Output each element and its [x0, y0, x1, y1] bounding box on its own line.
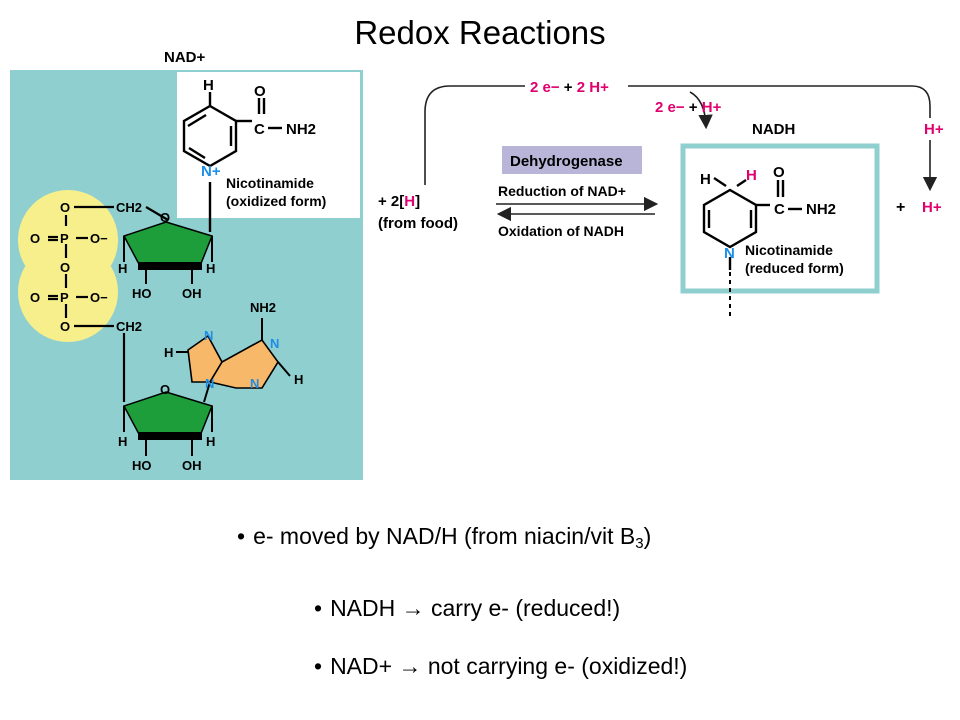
atom-o: O	[30, 290, 40, 305]
bullet-text-end: )	[643, 523, 652, 549]
atom-p: P	[60, 290, 69, 305]
atom-o: O	[160, 210, 170, 225]
atom-ch2: CH2	[116, 319, 142, 334]
bullet-term: NAD+	[330, 653, 393, 679]
atom-o: O	[60, 319, 70, 334]
nad-label: NAD+	[164, 49, 205, 66]
released-proton: H+	[924, 121, 944, 138]
atom-o: O	[160, 382, 170, 397]
atom-n: N	[724, 245, 735, 262]
nad-redox-diagram: NAD+ H O C NH2 N+ Nicotinamide (oxidized…	[10, 49, 944, 480]
atom-p: P	[60, 231, 69, 246]
atom-o: O	[60, 200, 70, 215]
svg-text:2 e− + H+: 2 e− + H+	[655, 99, 722, 116]
reactant-close: ]	[415, 193, 420, 210]
svg-text:+ 2[H]: + 2[H]	[378, 193, 420, 210]
enzyme-label: Dehydrogenase	[510, 153, 623, 170]
atom-o-minus: O−	[90, 231, 108, 246]
atom-c: C	[254, 121, 265, 138]
ribose-lower	[122, 391, 213, 456]
atom-nh2: NH2	[806, 201, 836, 218]
atom-oh: OH	[182, 286, 202, 301]
atom-h: H	[206, 261, 215, 276]
adenine	[176, 318, 291, 403]
atom-ch2: CH2	[116, 200, 142, 215]
electron-transfer-arrow-right	[628, 85, 931, 118]
bullet-description: not carrying e- (oxidized!)	[427, 653, 688, 679]
reactant-coefficient: + 2[	[378, 193, 404, 210]
added-hydrogen: H	[746, 167, 757, 184]
phosphate-bonds	[48, 205, 169, 402]
nadh-box	[680, 143, 880, 294]
atom-h: H	[294, 372, 303, 387]
oxidized-form-label: (oxidized form)	[226, 193, 326, 209]
top-plus: +	[564, 79, 573, 96]
product-proton: H+	[922, 199, 942, 216]
atom-n: N	[250, 376, 259, 391]
nadh-label: NADH	[752, 121, 795, 138]
pyridine-ring	[182, 92, 282, 168]
atom-o-minus: O−	[90, 290, 108, 305]
top-protons: 2 H+	[577, 79, 609, 96]
bullet-nad-plus: • NAD+ → not carrying e- (oxidized!)	[314, 653, 687, 680]
atom-o: O	[60, 260, 70, 275]
slide-title: Redox Reactions	[354, 14, 606, 51]
atom-n: N	[204, 328, 213, 343]
ribose-upper	[122, 221, 213, 284]
atom-o: O	[30, 231, 40, 246]
nicotinamide-oxidized-box	[177, 72, 360, 218]
atom-o: O	[773, 164, 785, 181]
mid-electrons: 2 e−	[655, 99, 685, 116]
bullet-dot: •	[314, 653, 323, 679]
atom-h: H	[118, 261, 127, 276]
atom-n: N	[205, 376, 214, 391]
atom-ho: HO	[132, 458, 152, 473]
mid-plus: +	[689, 99, 698, 116]
bullet-description: carry e- (reduced!)	[431, 595, 621, 621]
plus-sign: +	[896, 199, 905, 216]
atom-n-plus: N+	[201, 163, 221, 180]
bullet-nad-carrier: • e- moved by NAD/H (from niacin/vit B3)	[237, 523, 651, 552]
atom-nh2: NH2	[250, 300, 276, 315]
bullet-term: NADH	[330, 595, 396, 621]
bullet-text: e- moved by NAD/H (from niacin/vit B	[253, 523, 636, 549]
reduction-label: Reduction of NAD+	[498, 183, 626, 199]
atom-oh: OH	[182, 458, 202, 473]
atom-n: N	[270, 336, 279, 351]
dihydropyridine-ring	[702, 177, 802, 270]
oxidation-label: Oxidation of NADH	[498, 223, 624, 239]
reduced-form-label: (reduced form)	[745, 260, 844, 276]
enzyme-box	[502, 146, 642, 174]
top-electrons: 2 e−	[530, 79, 560, 96]
nadh-arrow	[689, 91, 713, 130]
atom-ho: HO	[132, 286, 152, 301]
atom-o: O	[254, 83, 266, 100]
reactant-hydrogen: H	[404, 193, 415, 210]
right-arrow-icon: →	[398, 653, 422, 679]
phosphate-group	[18, 190, 118, 342]
atom-h: H	[118, 434, 127, 449]
atom-h: H	[700, 171, 711, 188]
electron-transfer-arrow	[424, 85, 525, 185]
bullet-subscript: 3	[635, 535, 644, 552]
svg-text:2 e− + 2 H+: 2 e− + 2 H+	[530, 79, 609, 96]
from-food-label: (from food)	[378, 215, 458, 232]
bullet-dot: •	[237, 523, 246, 549]
bullet-dot: •	[314, 595, 323, 621]
atom-h: H	[164, 345, 173, 360]
atom-c: C	[774, 201, 785, 218]
right-arrow-icon: →	[401, 595, 425, 621]
atom-nh2: NH2	[286, 121, 316, 138]
atom-h: H	[206, 434, 215, 449]
nicotinamide-reduced-label: Nicotinamide	[745, 242, 833, 258]
mid-proton: H+	[702, 99, 722, 116]
nicotinamide-oxidized-label: Nicotinamide	[226, 175, 314, 191]
bullet-nadh: • NADH → carry e- (reduced!)	[314, 595, 620, 622]
atom-h: H	[203, 77, 214, 94]
